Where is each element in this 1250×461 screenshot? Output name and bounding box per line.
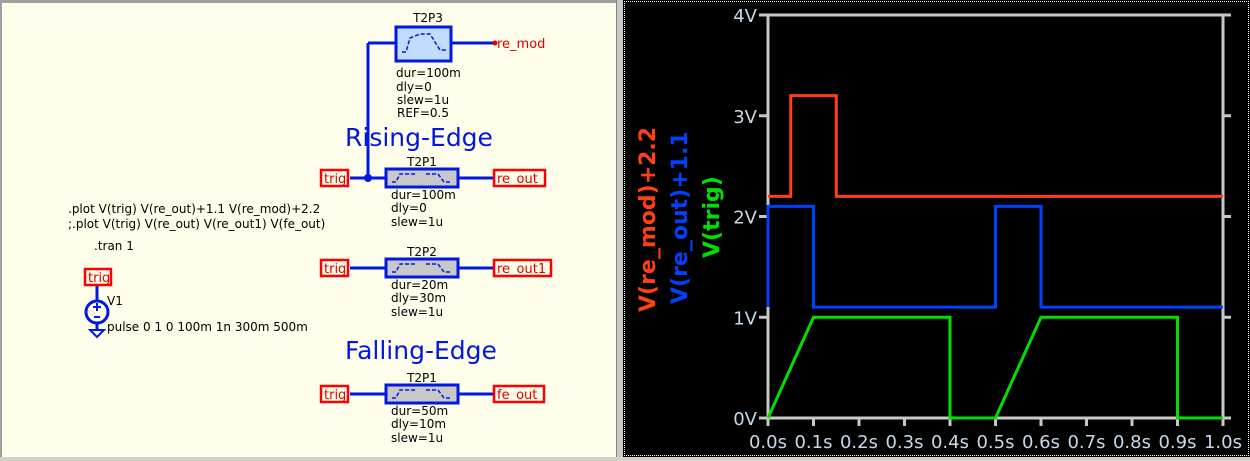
y-tick-label: 1V xyxy=(733,308,757,329)
schematic-editor[interactable]: T2P3 dur=100m dly=0 slew=1u REF=0.5 re_m… xyxy=(0,0,616,457)
wires xyxy=(95,41,495,396)
block-t2p1-rising[interactable]: T2P1 dur=100m dly=0 slew=1u xyxy=(384,155,460,229)
tran-directive[interactable]: .tran 1 xyxy=(94,239,134,253)
source-value: pulse 0 1 0 100m 1n 300m 500m xyxy=(107,320,308,334)
waveform-viewer[interactable]: V(re_mod)+2.2 V(re_out)+1.1 V(trig) 0V 1V 2V… xyxy=(623,0,1250,457)
falling-edge-title: Falling-Edge xyxy=(345,336,497,365)
trace-v-re-out-1-1 xyxy=(766,204,1223,309)
legend-entry[interactable]: V(re_out)+1.1 xyxy=(668,131,693,304)
net-label-re-mod[interactable]: re_mod xyxy=(497,37,545,52)
block-param: dly=30m xyxy=(391,291,446,305)
block-param: slew=1u xyxy=(397,93,449,107)
block-param: slew=1u xyxy=(391,305,443,319)
trace-v-trig- xyxy=(766,315,1223,420)
voltage-source-v1[interactable]: V1 pulse 0 1 0 100m 1n 300m 500m xyxy=(84,294,308,339)
block-param: dur=20m xyxy=(391,278,448,292)
block-param: dur=100m xyxy=(391,188,456,202)
pane-splitter[interactable] xyxy=(616,0,623,457)
x-tick-label: 1.0s xyxy=(1204,432,1242,453)
block-t2p1-falling[interactable]: T2P1 dur=50m dly=10m slew=1u xyxy=(384,371,460,445)
net-label-trig-source[interactable]: trig xyxy=(88,271,110,286)
block-name: T2P1 xyxy=(406,155,437,169)
block-param: dur=100m xyxy=(396,66,461,80)
net-label-fe-out[interactable]: fe_out xyxy=(497,388,537,403)
x-tick-label: 0.8s xyxy=(1113,432,1151,453)
x-tick-label: 0.1s xyxy=(794,432,832,453)
block-t2p3[interactable]: T2P3 dur=100m dly=0 slew=1u REF=0.5 xyxy=(394,11,461,120)
block-param: slew=1u xyxy=(391,215,443,229)
plot-canvas[interactable]: V(re_mod)+2.2 V(re_out)+1.1 V(trig) 0V 1V 2V… xyxy=(623,0,1250,457)
trace-v-re-mod-2-2 xyxy=(768,94,1223,198)
source-name: V1 xyxy=(107,294,123,308)
x-tick-label: 0.5s xyxy=(976,432,1014,453)
x-tick-label: 0.0s xyxy=(749,432,787,453)
y-tick-label: 2V xyxy=(733,208,757,229)
net-label-trig[interactable]: trig xyxy=(324,262,346,277)
ground-icon xyxy=(87,329,107,339)
block-name: T2P2 xyxy=(406,245,437,259)
junction-dot xyxy=(364,174,372,182)
x-tick-label: 0.9s xyxy=(1158,432,1196,453)
net-label-trig[interactable]: trig xyxy=(324,388,346,403)
y-tick-label: 4V xyxy=(733,6,757,27)
y-tick-label: 3V xyxy=(733,107,757,128)
legend-entry[interactable]: V(re_mod)+2.2 xyxy=(636,127,661,312)
x-tick-label: 0.6s xyxy=(1022,432,1060,453)
plot-directive-commented[interactable]: ;.plot V(trig) V(re_out) V(re_out1) V(fe… xyxy=(68,217,325,231)
x-tick-label: 0.4s xyxy=(931,432,969,453)
schematic-canvas[interactable]: T2P3 dur=100m dly=0 slew=1u REF=0.5 re_m… xyxy=(2,3,616,457)
plot-directive[interactable]: .plot V(trig) V(re_out)+1.1 V(re_mod)+2.… xyxy=(68,202,320,216)
block-name: T2P1 xyxy=(406,371,437,385)
net-label-re-out[interactable]: re_out xyxy=(497,172,538,187)
x-tick-label: 0.2s xyxy=(840,432,878,453)
x-tick-label: 0.3s xyxy=(885,432,923,453)
block-param: dly=10m xyxy=(391,417,446,431)
block-param: dly=0 xyxy=(396,80,432,94)
y-tick-label: 0V xyxy=(733,409,757,430)
block-t2p2[interactable]: T2P2 dur=20m dly=30m slew=1u xyxy=(384,245,460,319)
block-param: dur=50m xyxy=(391,404,448,418)
legend-entry[interactable]: V(trig) xyxy=(700,176,725,258)
block-param: REF=0.5 xyxy=(397,106,449,120)
net-label-trig[interactable]: trig xyxy=(324,172,346,187)
block-param: dly=0 xyxy=(391,201,427,215)
block-param: slew=1u xyxy=(391,431,443,445)
block-name: T2P3 xyxy=(412,11,443,25)
net-label-re-out1[interactable]: re_out1 xyxy=(497,262,546,277)
x-tick-label: 0.7s xyxy=(1067,432,1105,453)
rising-edge-title: Rising-Edge xyxy=(345,123,493,152)
